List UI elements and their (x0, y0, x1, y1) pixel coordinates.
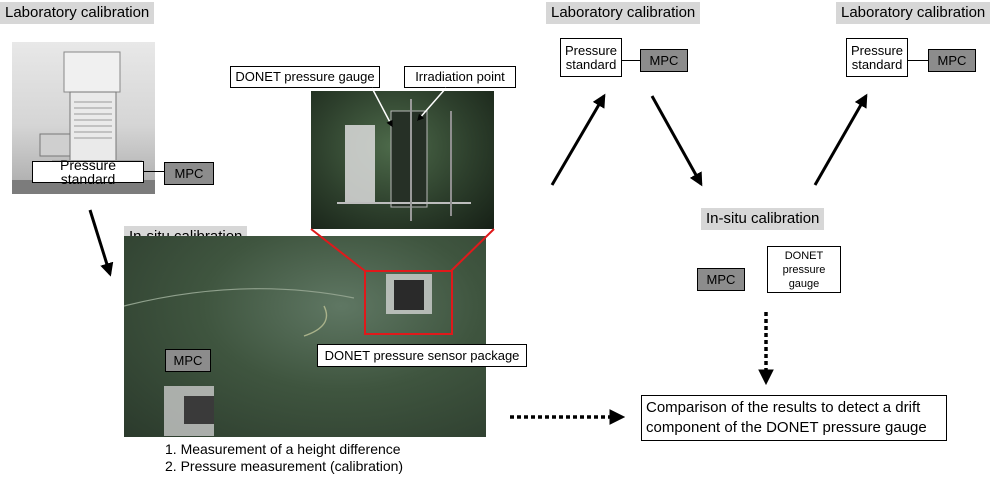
pressure-standard-box-2: Pressure standard (846, 38, 908, 77)
zoom-line-right (450, 228, 495, 272)
irradiation-pointer (417, 87, 447, 122)
pressure-standard-box-1: Pressure standard (560, 38, 622, 77)
arrow-up-2 (813, 93, 868, 186)
step-1: 1. Measurement of a height difference (165, 441, 401, 457)
mpc-box-right-2: MPC (928, 49, 976, 72)
donet-gauge-box: DONET pressure gauge (767, 246, 841, 293)
step-2: 2. Pressure measurement (calibration) (165, 458, 404, 474)
sensor-package-label: DONET pressure sensor package (317, 344, 527, 367)
connector-line (908, 60, 928, 61)
lab-calibration-header-right-1: Laboratory calibration (546, 2, 701, 24)
arrow-down-1 (650, 95, 703, 187)
insitu-calibration-header-right: In-situ calibration (701, 208, 825, 230)
arrow-lab-to-insitu (88, 209, 114, 277)
highlight-box (364, 270, 453, 335)
connector-line (622, 60, 640, 61)
pressure-standard-label: Pressure standard (32, 158, 144, 186)
seafloor-photo (124, 236, 486, 437)
mpc-box-right-1: MPC (640, 49, 688, 72)
gauge-label: DONET pressure gauge (230, 66, 380, 88)
lab-calibration-header-right-2: Laboratory calibration (836, 2, 991, 24)
mpc-box-left: MPC (164, 162, 214, 185)
mpc-box-photo: MPC (165, 349, 211, 372)
mpc-box-right-3: MPC (697, 268, 745, 291)
gauge-pointer (371, 87, 393, 128)
lab-calibration-header-left: Laboratory calibration (0, 2, 155, 24)
seafloor-scene (124, 274, 432, 436)
connector-line (144, 171, 164, 172)
gauge-frame (337, 99, 471, 221)
irradiation-label: Irradiation point (404, 66, 516, 88)
gauge-inset-photo (311, 91, 494, 229)
arrow-up-1 (550, 93, 606, 186)
zoom-line-left (310, 228, 366, 272)
step-list: 1. Measurement of a height difference 2.… (165, 441, 403, 475)
comparison-box: Comparison of the results to detect a dr… (641, 395, 947, 441)
